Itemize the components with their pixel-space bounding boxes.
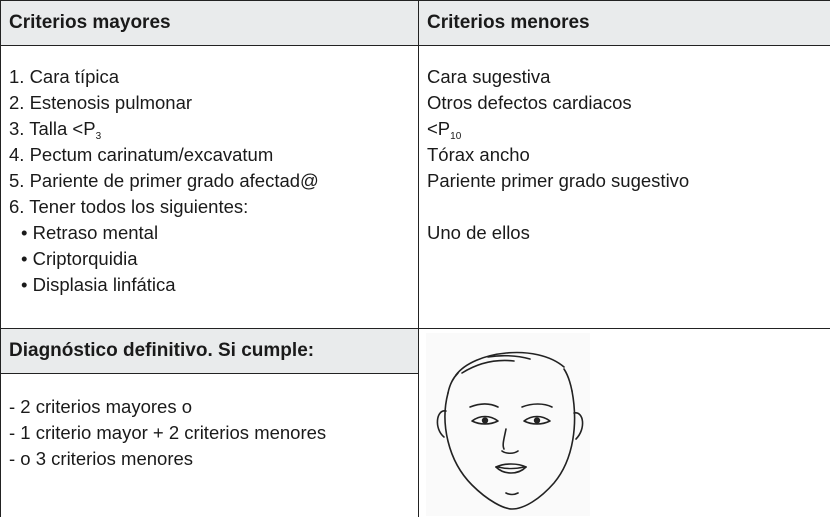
menor-item-1: Cara sugestiva xyxy=(427,64,822,90)
mayor-item-3-subscript: 3 xyxy=(96,131,102,142)
menor-item-6: Uno de ellos xyxy=(427,220,822,246)
criteria-row: 1. Cara típica 2. Estenosis pulmonar 3. … xyxy=(1,46,830,329)
mayor-item-3: 3. Talla <P3 xyxy=(9,116,410,142)
face-illustration-cell xyxy=(419,329,830,518)
menor-item-5: Pariente primer grado sugestivo xyxy=(427,168,822,194)
mayor-bullet-1: • Retraso mental xyxy=(9,220,410,246)
mayor-item-3-text: 3. Talla <P xyxy=(9,118,96,139)
menor-item-3-text: <P xyxy=(427,118,450,139)
diagnostico-header-row: Diagnóstico definitivo. Si cumple: xyxy=(1,329,830,374)
diagnostico-list: - 2 criterios mayores o - 1 criterio may… xyxy=(1,374,418,472)
diagnostico-cell: - 2 criterios mayores o - 1 criterio may… xyxy=(1,374,419,518)
mayores-cell: 1. Cara típica 2. Estenosis pulmonar 3. … xyxy=(1,46,419,329)
menor-item-3: <P10 xyxy=(427,116,822,142)
menor-item-2: Otros defectos cardiacos xyxy=(427,90,822,116)
diagnostico-line-2: - 1 criterio mayor + 2 criterios menores xyxy=(9,420,410,446)
menor-item-4: Tórax ancho xyxy=(427,142,822,168)
mayor-item-1: 1. Cara típica xyxy=(9,64,410,90)
header-criterios-menores: Criterios menores xyxy=(419,1,830,46)
diagnostico-line-1: - 2 criterios mayores o xyxy=(9,394,410,420)
header-diagnostico: Diagnóstico definitivo. Si cumple: xyxy=(1,329,419,374)
menores-cell: Cara sugestiva Otros defectos cardiacos … xyxy=(419,46,830,329)
face-illustration xyxy=(426,333,590,516)
header-row: Criterios mayores Criterios menores xyxy=(1,1,830,46)
menor-spacer xyxy=(427,194,822,220)
mayor-item-2: 2. Estenosis pulmonar xyxy=(9,90,410,116)
child-face-drawing-icon xyxy=(426,333,590,516)
menores-list: Cara sugestiva Otros defectos cardiacos … xyxy=(419,46,830,246)
mayores-list: 1. Cara típica 2. Estenosis pulmonar 3. … xyxy=(1,46,418,298)
header-criterios-mayores: Criterios mayores xyxy=(1,1,419,46)
menor-item-3-subscript: 10 xyxy=(450,131,461,142)
mayor-item-6: 6. Tener todos los siguientes: xyxy=(9,194,410,220)
mayor-bullet-2: • Criptorquidia xyxy=(9,246,410,272)
diagnostico-line-3: - o 3 criterios menores xyxy=(9,446,410,472)
mayor-bullet-3: • Displasia linfática xyxy=(9,272,410,298)
mayor-item-5: 5. Pariente de primer grado afectad@ xyxy=(9,168,410,194)
mayor-item-4: 4. Pectum carinatum/excavatum xyxy=(9,142,410,168)
